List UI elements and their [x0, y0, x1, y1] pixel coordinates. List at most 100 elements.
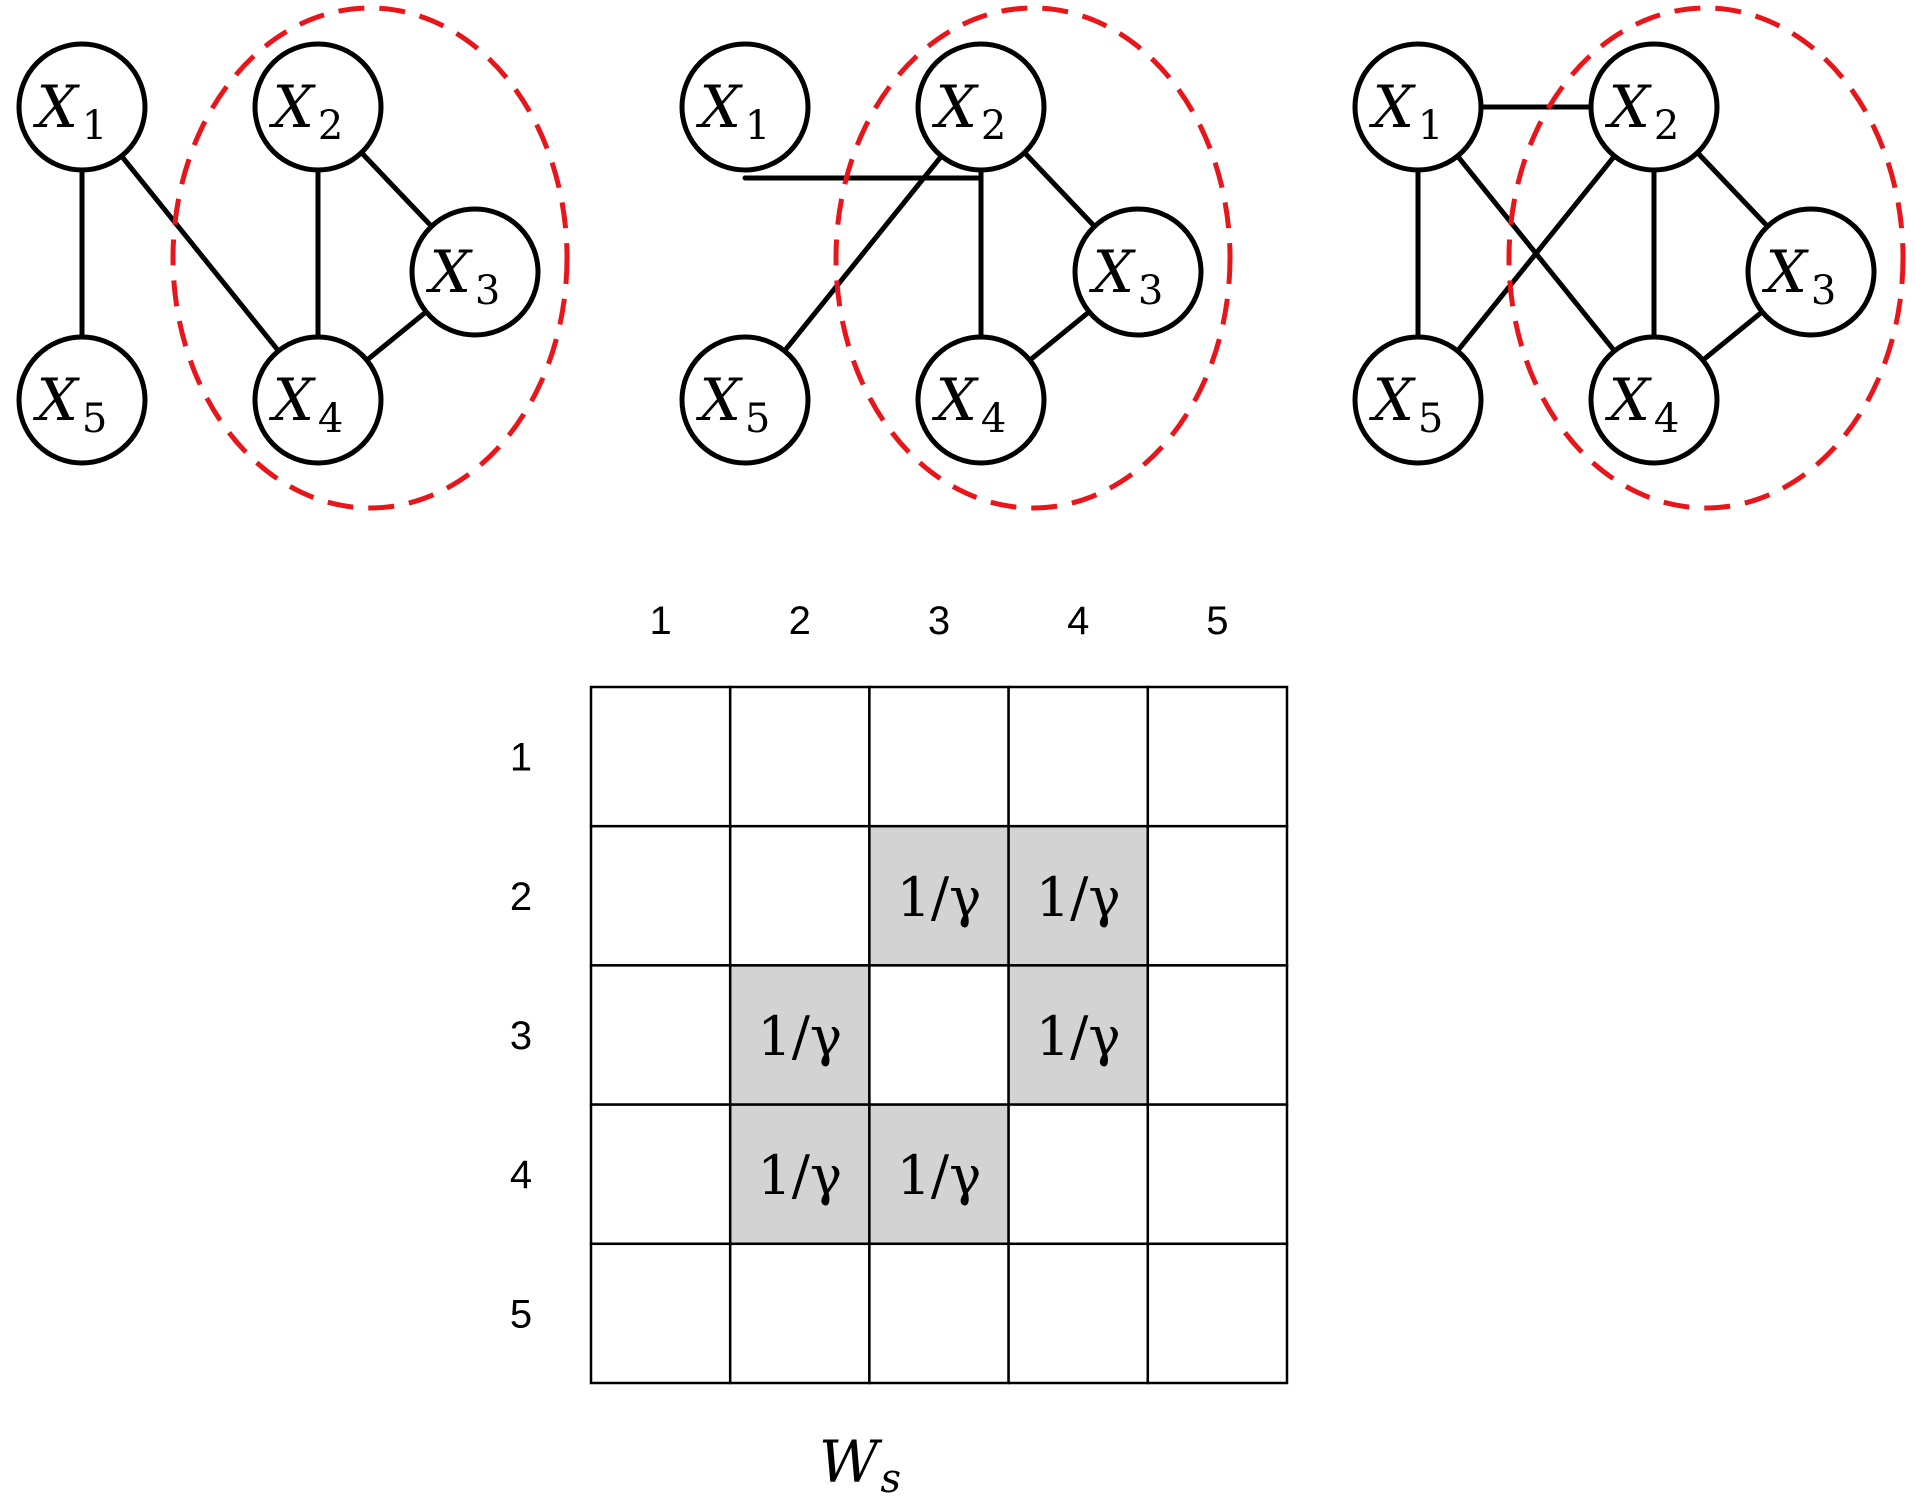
edge-x2-x3 [1694, 150, 1771, 229]
matrix-cell [868, 1242, 1010, 1385]
matrix-cell [728, 685, 871, 828]
matrix-cell [1146, 1242, 1289, 1385]
matrix-cell [868, 685, 1010, 828]
edge-x2-x3 [1021, 150, 1098, 229]
edge-x1-x4 [119, 153, 281, 354]
row-label: 5 [510, 1292, 532, 1336]
edge-x3-x4 [364, 309, 429, 363]
matrix-cell [1007, 685, 1150, 828]
matrix-cell [1146, 685, 1289, 828]
node-circle [1745, 206, 1877, 338]
matrix-cell [1146, 824, 1289, 967]
matrix-cell [1007, 824, 1150, 967]
cell-value: 1/γ [757, 1144, 842, 1207]
cluster-ellipse [833, 5, 1233, 511]
node-circle [252, 41, 384, 173]
edge-x3-x4 [1700, 309, 1765, 363]
matrix-cell [1007, 1103, 1150, 1246]
column-label: 3 [928, 599, 950, 643]
matrix-cell [728, 1242, 871, 1385]
matrix-cell [1007, 964, 1150, 1106]
matrix-cell [1146, 1103, 1289, 1246]
cell-value: 1/γ [757, 1005, 842, 1068]
cluster-ellipse [170, 5, 570, 511]
matrix-cell [1007, 1242, 1150, 1385]
edge-x5-x2 [1455, 153, 1617, 354]
edge-x3-x4 [1027, 309, 1092, 363]
node-circle [1072, 206, 1204, 338]
node-circle [16, 334, 148, 466]
node-circle [679, 41, 811, 173]
node-circle [1588, 334, 1720, 466]
node-circle [252, 334, 384, 466]
column-label: 4 [1067, 599, 1089, 643]
node-circle [1352, 334, 1484, 466]
column-label: 2 [789, 599, 811, 643]
edge-x2-x3 [358, 150, 435, 229]
cell-value: 1/γ [1036, 866, 1121, 929]
cell-value: 1/γ [897, 1144, 982, 1207]
node-circle [679, 334, 811, 466]
row-label: 3 [510, 1014, 532, 1058]
node-circle [915, 41, 1047, 173]
matrix-cell [589, 964, 732, 1106]
matrix-cell [589, 824, 732, 967]
matrix-cell [868, 1103, 1010, 1246]
edge-x2-x5 [782, 153, 944, 354]
matrix-cell [1146, 964, 1289, 1106]
row-label: 4 [510, 1153, 532, 1197]
matrix-cell [868, 824, 1010, 967]
matrix-cell [589, 1103, 732, 1246]
matrix-cell [589, 685, 732, 828]
node-circle [1352, 41, 1484, 173]
matrix-title: Ws [819, 1428, 901, 1502]
node-circle [409, 206, 541, 338]
matrix-cell [728, 824, 871, 967]
row-label: 1 [510, 736, 532, 780]
column-label: 5 [1206, 599, 1228, 643]
row-label: 2 [510, 875, 532, 919]
column-label: 1 [649, 599, 671, 643]
cell-value: 1/γ [1036, 1005, 1121, 1068]
node-circle [915, 334, 1047, 466]
node-circle [16, 41, 148, 173]
cell-value: 1/γ [897, 866, 982, 929]
node-circle [1588, 41, 1720, 173]
weight-matrix: 1 2 3 4 5 1 2 3 4 5 1/γ 1/γ 1/γ 1/γ 1/γ 1/γWs [510, 599, 1289, 1502]
cluster-ellipse [1506, 5, 1906, 511]
